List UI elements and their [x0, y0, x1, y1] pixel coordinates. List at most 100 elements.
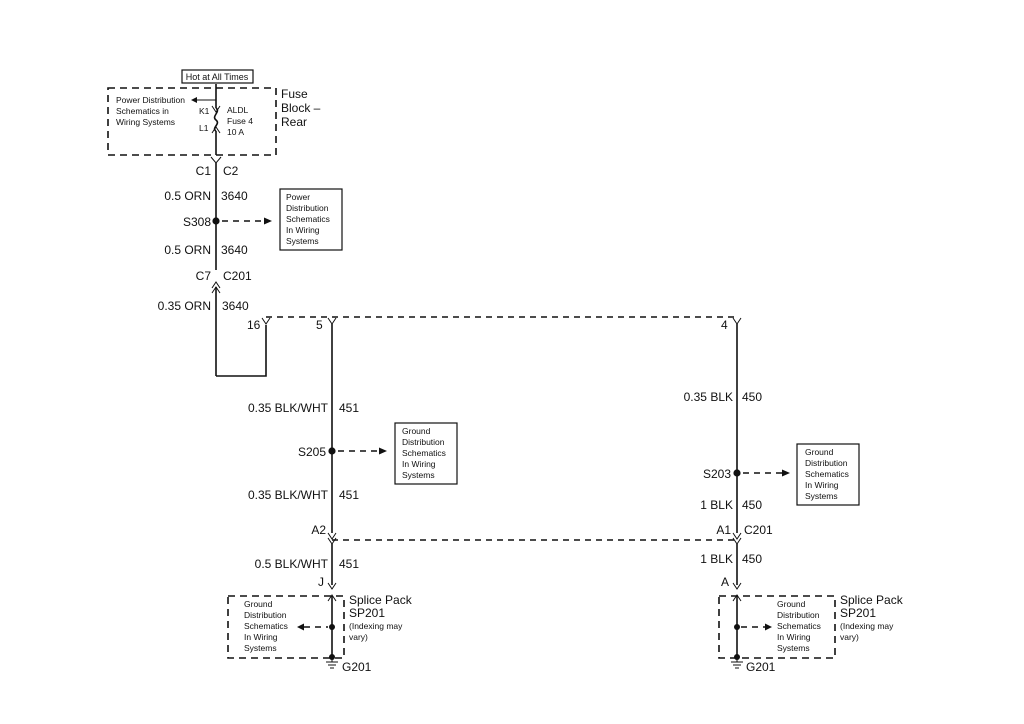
fuse-block-title-line-1: Fuse	[281, 87, 308, 101]
s308-label: S308	[183, 215, 211, 229]
s308-ref-line-2: Distribution	[286, 203, 329, 213]
pin-16-label: 16	[247, 318, 261, 332]
fuse-ref-arrowhead	[191, 97, 197, 103]
s308-ref-line-4: In Wiring	[286, 225, 320, 235]
right-wire-a-color: 0.35 BLK	[684, 390, 733, 404]
c1-label: C1	[196, 164, 212, 178]
sp-right-ref-line-3: Schematics	[777, 621, 821, 631]
mid-wire-c-color: 0.5 BLK/WHT	[255, 557, 329, 571]
sp-left-ref-line-2: Distribution	[244, 610, 287, 620]
sp-left-ref-line-1: Ground	[244, 599, 273, 609]
fuse-l1-terminal	[211, 126, 221, 134]
s308-ref-arrowhead	[264, 217, 272, 225]
right-wire-c-circuit: 450	[742, 552, 762, 566]
a2-label: A2	[311, 523, 326, 537]
wire-b-color: 0.5 ORN	[164, 243, 211, 257]
hot-at-all-times-box	[181, 69, 254, 84]
pin-j-label: J	[318, 575, 324, 589]
fuse-name-line-1: ALDL	[227, 105, 249, 115]
wire-c-color: 0.35 ORN	[158, 299, 211, 313]
right-wire-b-circuit: 450	[742, 498, 762, 512]
s203-splice-dot	[733, 469, 741, 477]
fuse-ref-line-1: Power Distribution	[116, 95, 185, 105]
wire-b-circuit: 3640	[221, 243, 248, 257]
splice-pack-left: Ground Distribution Schematics In Wiring…	[227, 593, 413, 674]
wire-a-circuit: 3640	[221, 189, 248, 203]
splice-pack-right-terminal	[732, 594, 742, 602]
s205-ref-line-1: Ground	[402, 426, 431, 436]
c201-lower-label: C201	[744, 523, 773, 537]
mid-wire-b-color: 0.35 BLK/WHT	[248, 488, 329, 502]
splice-pack-right: Ground Distribution Schematics In Wiring…	[718, 593, 904, 674]
c201-upper-label: C201	[223, 269, 252, 283]
pin-5-label: 5	[316, 318, 323, 332]
mid-wire-b-circuit: 451	[339, 488, 359, 502]
sp-right-note-line-1: (Indexing may	[840, 621, 894, 631]
a1-connector-female	[732, 532, 742, 540]
s308-splice-dot	[212, 217, 220, 225]
wire-3640-loop	[216, 325, 267, 377]
hot-at-all-times-label: Hot at All Times	[186, 72, 249, 82]
right-wire-c-color: 1 BLK	[700, 552, 733, 566]
pin-5-terminal	[327, 317, 337, 325]
pin-16-terminal	[261, 317, 271, 325]
fuse-name-line-3: 10 A	[227, 127, 244, 137]
mid-wire-a-color: 0.35 BLK/WHT	[248, 401, 329, 415]
s203-label: S203	[703, 467, 731, 481]
wire-a-color: 0.5 ORN	[164, 189, 211, 203]
right-wire-b-color: 1 BLK	[700, 498, 733, 512]
s205-label: S205	[298, 445, 326, 459]
sp-right-ref-line-1: Ground	[777, 599, 806, 609]
s203-ref-line-1: Ground	[805, 447, 834, 457]
sp-left-note-line-2: vary)	[349, 632, 368, 642]
s203-ref-line-3: Schematics	[805, 469, 849, 479]
s203-ref-line-2: Distribution	[805, 458, 848, 468]
s205-ref-line-3: Schematics	[402, 448, 446, 458]
sp-right-title-line-1: Splice Pack	[840, 593, 904, 607]
splice-pack-left-dot	[329, 624, 335, 630]
mid-branch: 5 0.35 BLK/WHT 451 S205 Ground Distribut…	[248, 317, 458, 590]
sp-right-ref-line-2: Distribution	[777, 610, 820, 620]
s203-ref-line-5: Systems	[805, 491, 838, 501]
fuse-ref-line-2: Schematics in	[116, 106, 169, 116]
pin-a-terminal	[732, 582, 742, 590]
fuse-k1-label: K1	[199, 106, 210, 116]
s203-ref-arrowhead	[782, 469, 790, 477]
pin-j-terminal	[327, 582, 337, 590]
sp-left-ref-line-4: In Wiring	[244, 632, 278, 642]
splice-pack-right-dot	[734, 624, 740, 630]
c1-c2-connector-symbol	[210, 156, 222, 164]
fuse-ref-line-3: Wiring Systems	[116, 117, 175, 127]
ground-distribution-ref-box-s203	[796, 443, 860, 506]
sp-right-ref-line-5: Systems	[777, 643, 810, 653]
ground-distribution-ref-box-s205	[394, 422, 458, 485]
sp-right-ref-line-4: In Wiring	[777, 632, 811, 642]
pin-4-label: 4	[721, 318, 728, 332]
s205-ref-arrowhead	[379, 447, 387, 455]
c7-c201-connector-female	[211, 281, 221, 289]
sp-left-title-line-2: SP201	[349, 606, 385, 620]
pin-4-terminal	[732, 317, 742, 325]
fuse-block-title-line-3: Rear	[281, 115, 307, 129]
fuse-block: Hot at All Times Fuse Block – Rear Power…	[107, 69, 321, 156]
fuse-k1-terminal	[211, 105, 221, 113]
left-branch: C1 C2 0.5 ORN 3640 S308 Power Distributi…	[158, 156, 343, 377]
s308-ref-line-1: Power	[286, 192, 310, 202]
c2-label: C2	[223, 164, 239, 178]
g201-left-label: G201	[342, 660, 372, 674]
s308-ref-line-5: Systems	[286, 236, 319, 246]
s205-ref-line-2: Distribution	[402, 437, 445, 447]
c7-label: C7	[196, 269, 212, 283]
splice-pack-left-dashed-border	[227, 595, 345, 659]
right-branch: 4 0.35 BLK 450 S203 Ground Distribution …	[684, 317, 860, 590]
sp-right-note-line-2: vary)	[840, 632, 859, 642]
mid-wire-a-circuit: 451	[339, 401, 359, 415]
s205-splice-dot	[328, 447, 336, 455]
sp-left-ref-line-3: Schematics	[244, 621, 288, 631]
fuse-block-title-line-2: Block –	[281, 101, 321, 115]
fuse-block-dashed-border	[107, 87, 277, 156]
s203-ref-line-4: In Wiring	[805, 480, 839, 490]
a2-connector-female	[327, 532, 337, 540]
power-distribution-ref-box	[279, 188, 343, 251]
